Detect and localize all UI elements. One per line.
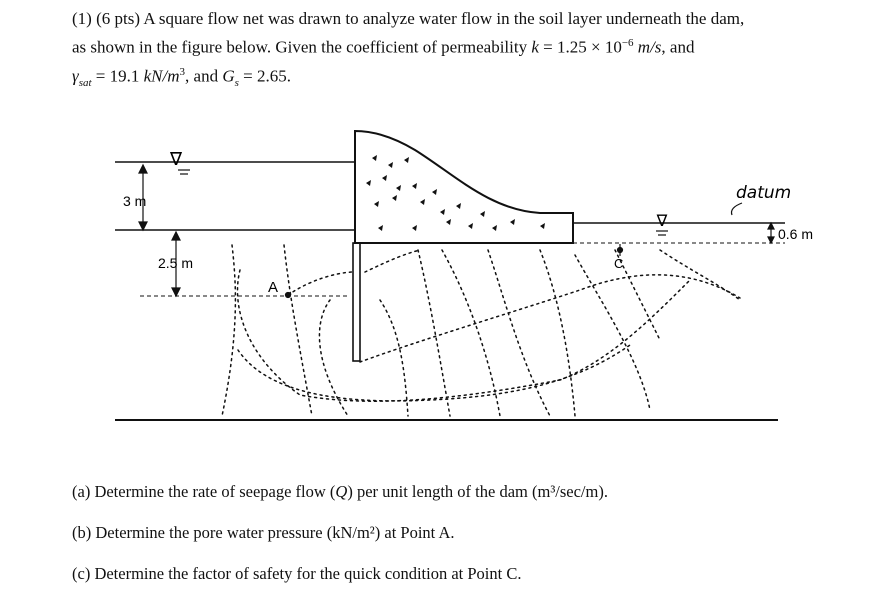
upstream-water-symbol: ∇ bbox=[169, 149, 183, 170]
question-c: (c) Determine the factor of safety for t… bbox=[72, 564, 522, 583]
label-point-a: A bbox=[268, 279, 278, 296]
problem-line-3: γsat = 19.1 kN/m3, and Gs = 2.65. bbox=[72, 60, 872, 96]
question-a-prefix: (a) Determine the rate of seepage flow ( bbox=[72, 482, 336, 501]
equipotential-lines bbox=[221, 244, 741, 417]
sheet-pile bbox=[352, 242, 361, 362]
problem-line-1: (1) (6 pts) A square flow net was drawn … bbox=[72, 6, 872, 31]
equipotential-4 bbox=[379, 299, 409, 417]
and-text-2: , and bbox=[185, 66, 219, 86]
problem-text-2: as shown in the figure below. Given the … bbox=[72, 37, 528, 57]
datum-pointer bbox=[730, 202, 743, 216]
problem-text-1: A square flow net was drawn to analyze w… bbox=[143, 9, 745, 28]
gamma-subscript: sat bbox=[78, 76, 92, 89]
dimension-25m-arrow-bottom bbox=[171, 287, 181, 298]
dimension-06m-arrow-bottom bbox=[767, 236, 775, 245]
k-value: = 1.25 × 10 bbox=[543, 37, 622, 57]
problem-points: (6 pts) bbox=[96, 9, 140, 28]
flow-lines bbox=[236, 249, 741, 402]
dimension-25m-arrow-top bbox=[171, 230, 181, 241]
equipotential-2 bbox=[283, 244, 313, 417]
dimension-3m-arrow-top bbox=[138, 163, 148, 174]
equipotential-10 bbox=[614, 249, 661, 341]
gamma-value: = 19.1 bbox=[95, 66, 140, 86]
label-datum: datum bbox=[736, 183, 791, 203]
and-text-1: , and bbox=[661, 37, 695, 57]
label-06m: 0.6 m bbox=[778, 226, 813, 242]
k-exponent: −6 bbox=[621, 37, 634, 49]
dimension-06m-arrow-top bbox=[767, 221, 775, 230]
equipotential-1 bbox=[221, 244, 237, 417]
equipotential-5 bbox=[417, 249, 451, 417]
question-a-var: Q bbox=[335, 482, 348, 501]
dam-body bbox=[354, 129, 574, 244]
problem-statement: (1) (6 pts) A square flow net was drawn … bbox=[72, 6, 872, 96]
gs-value: = 2.65. bbox=[243, 66, 291, 86]
question-b: (b) Determine the pore water pressure (k… bbox=[72, 523, 455, 542]
gs-subscript: s bbox=[234, 76, 239, 89]
gamma-unit: kN/m bbox=[143, 66, 180, 86]
gamma-unit-exponent: 3 bbox=[179, 65, 186, 78]
dimension-3m-arrow-bottom bbox=[138, 221, 148, 232]
problem-number: (1) bbox=[72, 9, 92, 28]
k-symbol: k bbox=[531, 37, 539, 57]
flow-line-2 bbox=[359, 274, 741, 363]
concrete-aggregate bbox=[366, 155, 545, 231]
problem-line-2: as shown in the figure below. Given the … bbox=[72, 31, 872, 60]
point-a-marker bbox=[284, 291, 292, 299]
downstream-water-symbol: ∇ bbox=[656, 211, 668, 230]
equipotential-11 bbox=[659, 249, 741, 301]
flow-line-1b bbox=[364, 249, 421, 273]
flow-line-1 bbox=[287, 271, 353, 296]
equipotential-9 bbox=[574, 254, 651, 411]
k-unit: m/s bbox=[637, 37, 662, 57]
gamma-symbol: γ bbox=[72, 66, 79, 86]
question-a: (a) Determine the rate of seepage flow (… bbox=[72, 482, 608, 502]
water-level-ticks bbox=[178, 169, 668, 236]
equipotential-7 bbox=[487, 249, 551, 417]
equipotential-3 bbox=[318, 299, 349, 417]
label-point-c: C bbox=[614, 256, 623, 271]
label-25m: 2.5 m bbox=[158, 255, 193, 271]
equipotential-8 bbox=[539, 249, 576, 417]
equipotential-6 bbox=[441, 249, 501, 417]
flow-line-4 bbox=[237, 344, 631, 402]
flow-line-3 bbox=[236, 269, 691, 402]
label-3m: 3 m bbox=[123, 193, 146, 209]
question-a-suffix: ) per unit length of the dam (m³/sec/m). bbox=[347, 482, 608, 501]
gs-symbol: G bbox=[222, 66, 235, 86]
